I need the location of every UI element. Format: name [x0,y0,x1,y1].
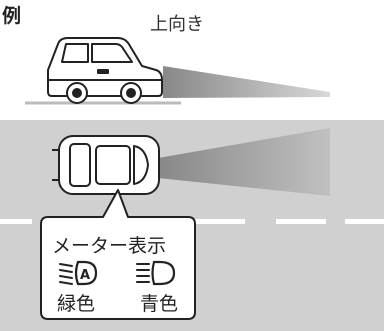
svg-text:A: A [80,268,90,283]
upward-label: 上向き [150,14,204,35]
top-beam [158,128,330,196]
example-title: 例 [2,5,22,27]
blue-indicator-label: 青色 [140,293,179,315]
top-view-car-icon [52,135,160,195]
meter-display-heading: メーター表示 [52,235,167,257]
lane-markings [0,219,384,224]
side-beam [163,66,330,98]
meter-callout-box [40,189,196,320]
green-indicator-label: 緑色 [57,293,96,315]
low-beam-auto-headlight-icon: A [59,260,98,286]
side-car-icon [47,37,163,104]
high-beam-headlight-icon [136,260,176,286]
side-view-car-scene [25,37,330,105]
